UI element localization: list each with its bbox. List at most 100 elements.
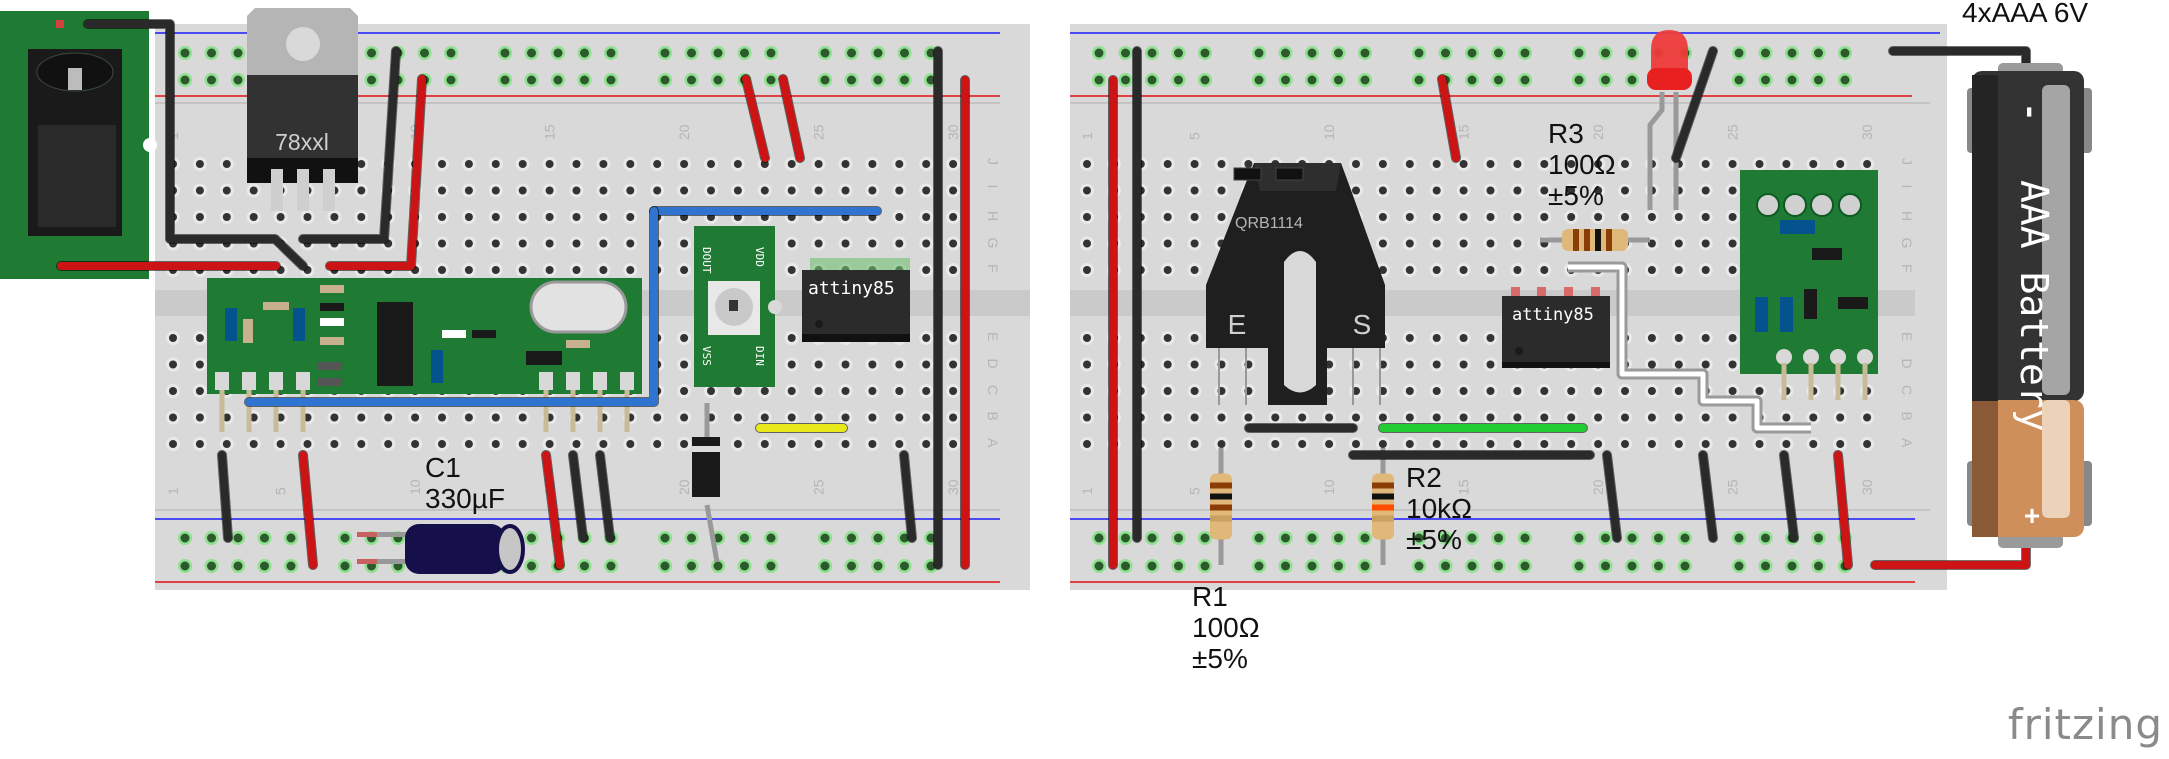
column-label-bottom: 1	[165, 487, 181, 495]
hole	[949, 440, 958, 448]
hole	[680, 413, 689, 422]
red-led[interactable]	[1647, 30, 1692, 210]
led-dome	[1651, 30, 1688, 70]
rail-hole	[687, 48, 696, 58]
hole	[1378, 239, 1387, 248]
qrb1114-sensor[interactable]: QRB1114 E S	[1206, 163, 1385, 405]
rf-crystal	[529, 280, 628, 334]
rgb-led-ws2812[interactable]: DOUT VDD VSS DIN	[694, 226, 782, 387]
hole	[787, 266, 796, 274]
column-label-top: 5	[1187, 132, 1203, 140]
rail-hole	[367, 48, 376, 58]
wire-vcc-rf-2	[542, 451, 564, 569]
hole	[438, 160, 446, 168]
attiny85-left[interactable]: attiny85	[802, 258, 910, 342]
row-label: A	[985, 438, 1001, 448]
hole	[949, 413, 958, 422]
hole	[787, 387, 796, 395]
attiny85-right[interactable]: attiny85	[1502, 287, 1610, 368]
rf-smd-15	[318, 378, 342, 386]
driver-pins	[1776, 349, 1873, 400]
rail-hole	[1174, 75, 1183, 85]
rail-hole	[1200, 561, 1210, 571]
rail-hole	[1094, 561, 1104, 571]
rail-hole	[873, 48, 883, 58]
battery-pack[interactable]: - AAA Battery +	[1967, 63, 2092, 548]
rf-smd-3	[431, 350, 443, 383]
regulator-leg-1	[271, 169, 283, 211]
hole	[1432, 360, 1441, 369]
hole	[1621, 440, 1629, 448]
hole	[1190, 186, 1199, 195]
hole	[1459, 186, 1468, 195]
resistor-r2[interactable]	[1372, 448, 1394, 565]
hole	[1809, 440, 1818, 448]
motor-driver-module[interactable]	[1740, 170, 1878, 400]
hole	[1083, 160, 1091, 168]
driver-terminal-3	[1810, 193, 1834, 217]
hole	[464, 213, 473, 221]
r2-tolerance: ±5%	[1406, 524, 1462, 555]
hole	[1459, 239, 1468, 248]
hole	[733, 440, 742, 448]
hole	[518, 160, 527, 168]
hole	[330, 440, 339, 448]
capacitor-c1[interactable]	[357, 524, 525, 574]
row-label: B	[985, 412, 1001, 421]
resistor-band	[1210, 515, 1232, 522]
rail-hole	[1814, 48, 1823, 58]
resistor-r3[interactable]	[1540, 229, 1650, 251]
rail-hole	[1307, 75, 1317, 85]
hole	[1163, 360, 1172, 369]
dc-jack-notch	[143, 138, 157, 152]
rail-hole	[1254, 75, 1264, 85]
hole	[599, 440, 608, 448]
rail-hole	[1467, 75, 1477, 85]
hole	[195, 334, 204, 342]
wire-gnd-rf	[218, 451, 232, 542]
rail-hole	[1680, 561, 1690, 571]
hole	[438, 413, 446, 422]
hole	[1567, 440, 1576, 448]
rail-hole	[1200, 75, 1210, 85]
hole	[599, 266, 608, 274]
rail-hole	[1680, 533, 1690, 543]
rf-smd-10	[442, 330, 466, 338]
hole	[1083, 334, 1091, 342]
rail-hole	[207, 75, 216, 85]
rail-hole	[1574, 533, 1584, 543]
rail-hole	[766, 561, 776, 571]
rail-hole	[1360, 561, 1370, 571]
hole	[1217, 186, 1226, 195]
rf-receiver-module[interactable]	[207, 278, 642, 432]
rf-smd-11	[472, 330, 496, 338]
rail-hole	[1307, 533, 1317, 543]
hole	[1459, 266, 1468, 274]
hole	[1701, 334, 1710, 342]
rail-hole	[1494, 75, 1503, 85]
hole	[411, 413, 420, 422]
hole	[1701, 266, 1710, 274]
attiny-right-pin-1	[1511, 287, 1520, 299]
diode[interactable]	[692, 403, 720, 563]
rail-hole	[1734, 75, 1744, 85]
rail-hole	[1627, 75, 1637, 85]
resistor-r1[interactable]	[1210, 448, 1232, 565]
rail-hole	[1121, 75, 1130, 85]
rail-hole	[1147, 533, 1157, 543]
dc-barrel-jack[interactable]	[0, 11, 157, 279]
rail-hole	[1200, 48, 1210, 58]
hole	[733, 186, 742, 195]
hole	[1432, 160, 1441, 168]
hole	[1432, 186, 1441, 195]
hole	[545, 186, 554, 195]
hole	[733, 413, 742, 422]
hole	[572, 213, 581, 221]
rf-pin-header	[593, 372, 607, 390]
hole	[572, 239, 581, 248]
hole	[1513, 213, 1522, 221]
hole	[1163, 160, 1172, 168]
row-label: C	[985, 385, 1001, 395]
rail-hole	[1601, 533, 1610, 543]
voltage-regulator[interactable]: 78xxl	[247, 8, 358, 211]
